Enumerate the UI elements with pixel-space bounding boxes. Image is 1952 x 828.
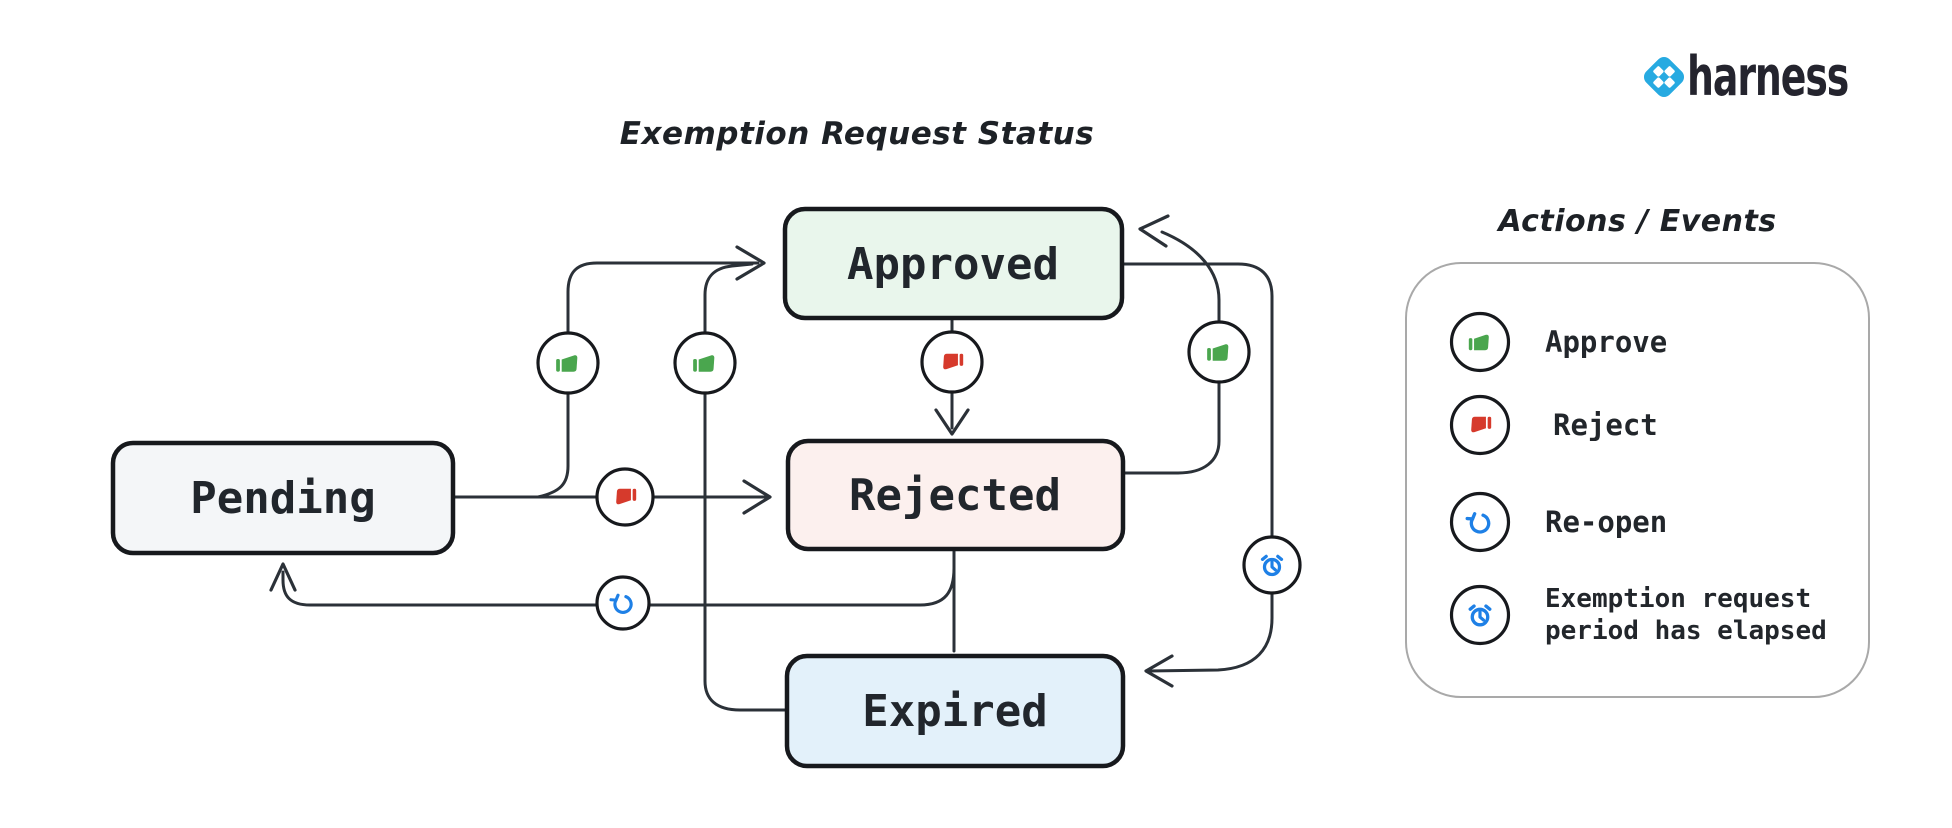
- thumbs-down-icon: [1449, 394, 1511, 456]
- legend-label-reject: Reject: [1553, 408, 1658, 442]
- legend-label-reopen: Re-open: [1545, 505, 1668, 539]
- state-rejected-label: Rejected: [849, 470, 1061, 521]
- edge-approved-expired: [1120, 262, 1274, 688]
- edge-expired-approved: [703, 262, 789, 712]
- legend-item-approve: Approve: [1449, 311, 1667, 373]
- state-pending-label: Pending: [190, 473, 375, 524]
- undo-icon: [1449, 491, 1511, 553]
- legend-item-reopen: Re-open: [1449, 491, 1667, 553]
- state-rejected-box: [785, 438, 1126, 552]
- legend-label-elapsed-line1: Exemption request: [1545, 584, 1812, 614]
- legend-label-elapsed-line2: period has elapsed: [1545, 616, 1827, 646]
- legend-label-approve: Approve: [1545, 325, 1668, 359]
- alarm-clock-icon: [1449, 584, 1511, 646]
- harness-diamond: [1643, 56, 1685, 98]
- state-approved-label: Approved: [847, 239, 1059, 290]
- state-approved-box: [782, 206, 1125, 321]
- state-expired-box: [784, 653, 1126, 769]
- legend-item-elapsed: Exemption request period has elapsed: [1449, 584, 1827, 646]
- edge-pending-approved: [536, 245, 766, 499]
- state-pending-box: [110, 440, 456, 556]
- legend-label-elapsed: Exemption request period has elapsed: [1545, 583, 1827, 647]
- edge-action-badges: [536, 320, 1302, 631]
- harness-logo: harness: [1641, 50, 1917, 104]
- legend-item-reject: Reject: [1449, 394, 1658, 456]
- thumbs-up-icon: [1449, 311, 1511, 373]
- legend-title: Actions / Events: [1498, 204, 1777, 239]
- state-expired-label: Expired: [862, 686, 1047, 737]
- legend-box: Approve Reject Re-open Exemption request: [1405, 262, 1870, 698]
- harness-logo-icon: [1643, 56, 1685, 98]
- page-title: Exemption Request Status: [619, 116, 1095, 152]
- harness-wordmark: harness: [1687, 45, 1849, 108]
